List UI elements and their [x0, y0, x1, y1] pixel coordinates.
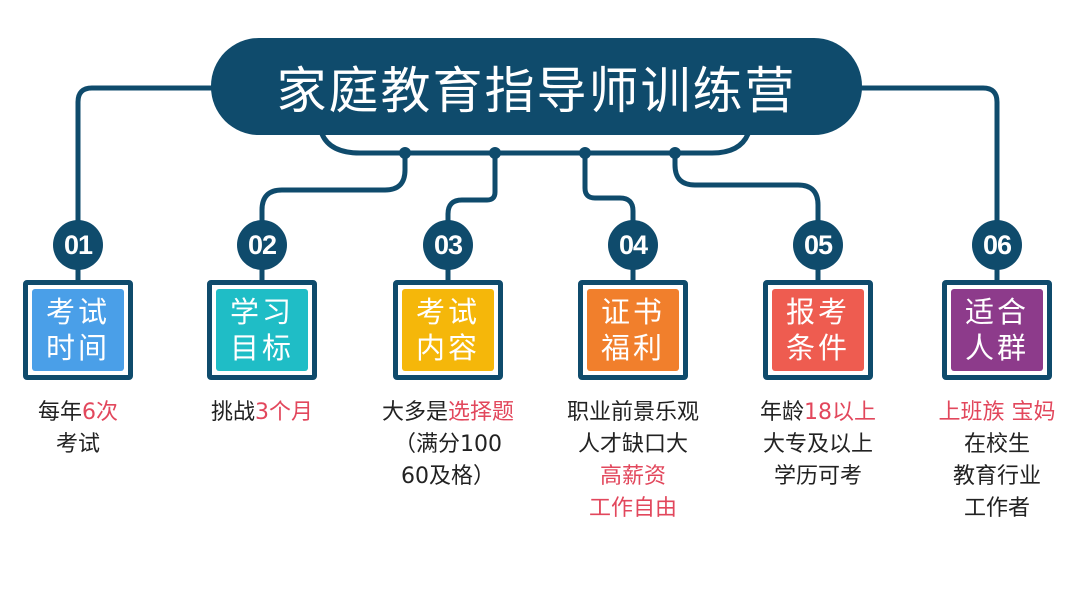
caption-text: 挑战	[210, 400, 255, 425]
step-number-badge: 01	[53, 220, 103, 270]
step-number-badge: 03	[423, 220, 473, 270]
caption-line: 人才缺口大	[548, 429, 718, 461]
caption-text: 工作者	[963, 496, 1030, 521]
caption-line: 职业前景乐观	[548, 397, 718, 429]
caption-text: 人才缺口大	[577, 432, 688, 457]
step-caption: 每年6次考试	[0, 397, 163, 461]
step-number-badge: 06	[972, 220, 1022, 270]
connector-06	[855, 85, 1000, 228]
caption-line: 大专及以上	[733, 429, 903, 461]
connector-04	[582, 150, 636, 228]
caption-line: 工作者	[912, 493, 1080, 525]
caption-text: 大多是	[381, 400, 448, 425]
caption-line: 年龄18以上	[733, 397, 903, 429]
caption-line: 工作自由	[548, 493, 718, 525]
connector-01	[75, 85, 218, 228]
step-number-badge: 02	[237, 220, 287, 270]
caption-highlight: 18以上	[804, 400, 876, 425]
junction-dot	[489, 147, 501, 159]
connector-bus	[319, 131, 751, 156]
step-label-line: 报考	[785, 295, 850, 329]
caption-text: 考试	[55, 432, 100, 457]
caption-line: 在校生	[912, 429, 1080, 461]
step-label-fill: 适合人群	[951, 289, 1043, 371]
step-label-line: 人群	[964, 331, 1029, 365]
step-label-box: 适合人群	[942, 280, 1052, 380]
step-label-line: 内容	[415, 331, 480, 365]
step-label-line: 目标	[229, 331, 294, 365]
connector-03	[445, 150, 498, 228]
step-label-box: 学习目标	[207, 280, 317, 380]
step-label-box: 证书福利	[578, 280, 688, 380]
caption-highlight: 6次	[82, 400, 118, 425]
caption-line: 上班族 宝妈	[912, 397, 1080, 429]
caption-text: 在校生	[963, 432, 1030, 457]
caption-highlight: 工作自由	[588, 496, 677, 521]
step-label-line: 时间	[45, 331, 110, 365]
junction-dot	[399, 147, 411, 159]
caption-line: 高薪资	[548, 461, 718, 493]
step-label-line: 考试	[415, 295, 480, 329]
caption-text: 职业前景乐观	[566, 400, 699, 425]
step-label-line: 学习	[229, 295, 294, 329]
step-label-box: 考试内容	[393, 280, 503, 380]
connector-02	[259, 150, 408, 228]
caption-highlight: 3个月	[255, 400, 313, 425]
connector-05	[672, 150, 821, 228]
step-label-line: 证书	[600, 295, 665, 329]
step-label-box: 考试时间	[23, 280, 133, 380]
step-number-badge: 04	[608, 220, 658, 270]
step-label-line: 适合	[964, 295, 1029, 329]
step-label-fill: 证书福利	[587, 289, 679, 371]
page-title: 家庭教育指导师训练营	[276, 61, 797, 120]
step-number-badge: 05	[793, 220, 843, 270]
caption-highlight: 高薪资	[599, 464, 666, 489]
junction-dot	[579, 147, 591, 159]
caption-text: 年龄	[759, 400, 804, 425]
title-banner: 家庭教育指导师训练营	[211, 38, 862, 135]
step-label-fill: 学习目标	[216, 289, 308, 371]
caption-highlight: 选择题	[448, 400, 515, 425]
caption-text: 大专及以上	[762, 432, 873, 457]
caption-line: 60及格）	[363, 461, 533, 493]
caption-text: 教育行业	[952, 464, 1041, 489]
caption-line: 大多是选择题	[363, 397, 533, 429]
step-label-line: 福利	[600, 331, 665, 365]
step-label-line: 条件	[785, 331, 850, 365]
junction-dot	[669, 147, 681, 159]
caption-text: 学历可考	[773, 464, 862, 489]
caption-highlight: 上班族 宝妈	[938, 400, 1056, 425]
step-caption: 大多是选择题 （满分100 60及格）	[363, 397, 533, 493]
caption-text: 60及格）	[401, 464, 495, 489]
step-caption: 挑战3个月	[177, 397, 347, 429]
caption-line: 挑战3个月	[177, 397, 347, 429]
caption-text: （满分100	[394, 432, 502, 457]
caption-line: 教育行业	[912, 461, 1080, 493]
caption-line: （满分100	[363, 429, 533, 461]
caption-line: 学历可考	[733, 461, 903, 493]
step-label-line: 考试	[45, 295, 110, 329]
step-label-fill: 报考条件	[772, 289, 864, 371]
step-label-box: 报考条件	[763, 280, 873, 380]
step-label-fill: 考试时间	[32, 289, 124, 371]
step-caption: 上班族 宝妈在校生教育行业工作者	[912, 397, 1080, 525]
step-caption: 职业前景乐观人才缺口大高薪资工作自由	[548, 397, 718, 525]
caption-line: 考试	[0, 429, 163, 461]
step-caption: 年龄18以上大专及以上学历可考	[733, 397, 903, 493]
step-label-fill: 考试内容	[402, 289, 494, 371]
caption-text: 每年	[37, 400, 82, 425]
caption-line: 每年6次	[0, 397, 163, 429]
